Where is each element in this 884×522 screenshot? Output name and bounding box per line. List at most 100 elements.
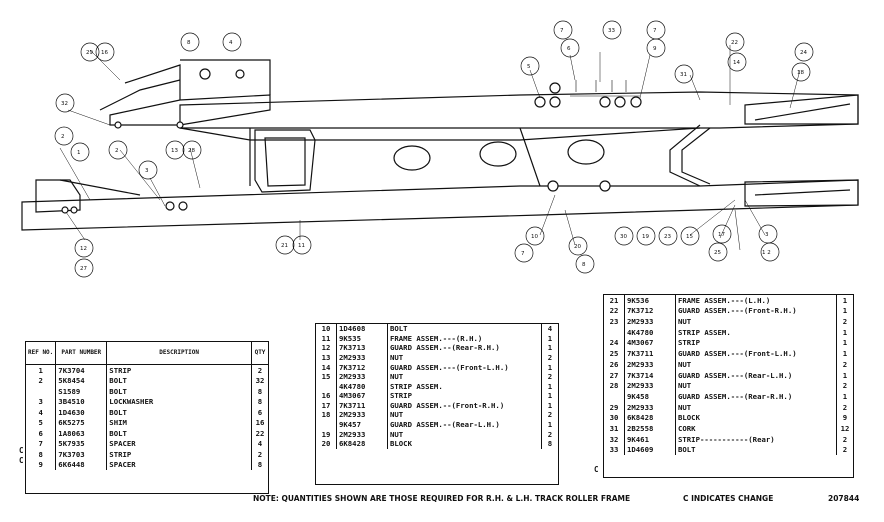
- part-number-cell: 6K5275: [55, 417, 108, 428]
- part-number-cell: 7K3712: [624, 305, 676, 317]
- callout-17: 17: [718, 232, 725, 238]
- ref-no-cell: 26: [604, 359, 625, 370]
- part-number-cell: 1D4608: [336, 324, 388, 334]
- description-cell: NUT: [387, 429, 542, 440]
- description-cell: GUARD ASSEM.---(Rear-L.H.): [675, 369, 837, 381]
- callout-3: 3: [145, 168, 149, 174]
- description-cell: STRIP: [387, 391, 542, 401]
- table-row: 4K4780 STRIP ASSEM.1: [316, 381, 558, 392]
- ref-no-cell: [26, 386, 57, 397]
- ref-no-cell: 7: [26, 438, 57, 449]
- quantities-note: NOTE: QUANTITIES SHOWN ARE THOSE REQUIRE…: [253, 494, 631, 503]
- qty-cell: 1: [547, 400, 553, 410]
- callout-4: 4: [229, 40, 233, 46]
- description-cell: CORK: [675, 423, 837, 434]
- table-row: 9K458 GUARD ASSEM.---(Rear-R.H.)1: [604, 391, 853, 402]
- part-number-cell: 9K458: [624, 391, 676, 402]
- change-marker: C: [19, 456, 24, 465]
- part-number-cell: 4K4780: [624, 327, 676, 338]
- description-cell: SHIM: [106, 417, 252, 428]
- qty-cell: 9: [842, 413, 848, 423]
- description-cell: NUT: [387, 352, 542, 363]
- part-number-cell: 2B2558: [624, 423, 676, 434]
- part-number-cell: 6K8428: [624, 412, 676, 424]
- callout-12: 12: [80, 246, 87, 252]
- callout-7: 7: [560, 28, 564, 34]
- callout-33: 33: [608, 28, 615, 34]
- description-cell: BLOCK: [387, 439, 542, 449]
- qty-cell: 1: [842, 370, 848, 380]
- description-cell: NUT: [387, 371, 542, 382]
- callout-18: 18: [797, 70, 804, 76]
- ref-no-cell: 6: [26, 428, 57, 439]
- ref-no-cell: 19: [316, 429, 337, 440]
- callout-6: 6: [567, 46, 571, 52]
- description-cell: FRAME ASSEM.---(L.H.): [675, 295, 837, 306]
- table-row: 9K457 GUARD ASSEM.--(Rear-L.H.)1: [316, 419, 558, 430]
- ref-no-cell: 28: [604, 380, 625, 392]
- ref-no-cell: 21: [604, 295, 625, 306]
- callout-2b: 2: [115, 148, 119, 154]
- part-number-cell: 9K457: [336, 419, 388, 430]
- ref-no-cell: 13: [316, 352, 337, 363]
- qty-cell: 8: [257, 386, 263, 396]
- ref-no-cell: 15: [316, 371, 337, 382]
- callout-22: 22: [731, 40, 738, 46]
- qty-cell: 2: [547, 410, 553, 420]
- callout-28: 28: [188, 148, 195, 154]
- description-cell: NUT: [675, 401, 837, 413]
- part-number-cell: 2M2933: [336, 410, 388, 420]
- callout-31: 31: [680, 72, 687, 78]
- qty-cell: 8: [257, 460, 263, 470]
- qty-cell: 16: [255, 418, 265, 428]
- ref-no-cell: 24: [604, 337, 625, 349]
- callout-13: 13: [171, 148, 178, 154]
- description-cell: SPACER: [106, 459, 252, 470]
- cutout-3: [567, 139, 605, 165]
- qty-cell: 2: [842, 381, 848, 391]
- description-cell: STRIP: [106, 364, 252, 376]
- header-ref-no: REF NO.: [26, 342, 57, 365]
- ref-no-cell: [604, 391, 625, 402]
- ref-no-cell: 10: [316, 324, 337, 334]
- cutout-2: [479, 141, 517, 167]
- callout-1-2: 1 2: [762, 250, 771, 256]
- callout-11: 11: [298, 243, 305, 249]
- part-number-cell: 7K3712: [336, 362, 388, 372]
- part-number-cell: 7K3711: [624, 348, 676, 360]
- qty-cell: 22: [255, 428, 265, 438]
- description-cell: NUT: [675, 316, 837, 328]
- callout-3b: 3: [765, 232, 769, 238]
- qty-cell: 1: [842, 327, 848, 337]
- ref-no-cell: 1: [26, 364, 57, 376]
- callout-23: 23: [664, 234, 671, 240]
- table-row: 4K4780 STRIP ASSEM.1: [604, 327, 853, 338]
- description-cell: GUARD ASSEM.--(Rear-R.H.): [387, 343, 542, 353]
- qty-cell: 2: [257, 449, 263, 459]
- description-cell: NUT: [675, 380, 837, 392]
- description-cell: GUARD ASSEM.---(Front-L.H.): [675, 348, 837, 360]
- ref-no-cell: 3: [26, 396, 57, 407]
- ref-no-cell: [316, 381, 337, 392]
- ref-no-cell: 12: [316, 343, 337, 353]
- ref-no-cell: 30: [604, 412, 625, 424]
- ref-no-cell: [316, 419, 337, 430]
